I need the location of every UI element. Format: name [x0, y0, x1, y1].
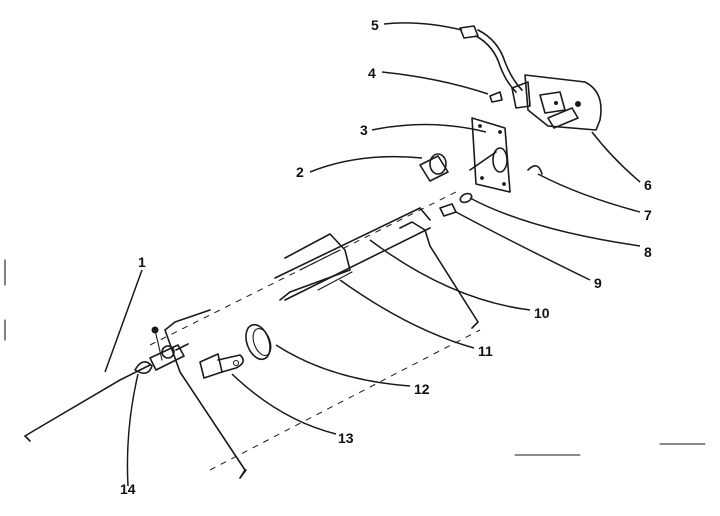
callout-1: 1	[138, 254, 146, 270]
callout-9: 9	[594, 275, 602, 291]
part-9-fitting	[439, 203, 457, 217]
part-12-wheel	[245, 323, 272, 361]
callout-11: 11	[478, 343, 493, 359]
callout-5: 5	[371, 17, 379, 33]
edge-marks	[4, 259, 706, 456]
callout-13: 13	[338, 430, 354, 446]
callout-7: 7	[644, 207, 652, 223]
part-7-clip	[527, 165, 543, 175]
callout-6: 6	[644, 177, 652, 193]
callout-2: 2	[296, 164, 304, 180]
part-5-plug	[459, 25, 523, 93]
part-4-screw	[489, 91, 503, 103]
part-13-bracket	[199, 353, 244, 379]
callout-12: 12	[414, 381, 430, 397]
part-6-motor-housing	[511, 74, 602, 131]
part-rotisserie-body	[274, 207, 431, 301]
callout-3: 3	[360, 122, 368, 138]
part-1-spit-rod	[24, 364, 151, 442]
callout-14: 14	[120, 481, 136, 497]
part-14-handle-knob	[134, 326, 189, 374]
callout-8: 8	[644, 244, 652, 260]
callout-labels: 1 2 3 4 5 6 7 8 9 10 11 12 13 14	[120, 17, 652, 497]
part-2-sleeve	[419, 153, 449, 182]
callout-10: 10	[534, 305, 550, 321]
part-3-mounting-plate	[469, 117, 511, 193]
part-11-wire-frame	[164, 233, 351, 479]
callout-leaders	[104, 22, 641, 487]
callout-4: 4	[368, 65, 376, 81]
part-8-washer	[459, 192, 473, 204]
